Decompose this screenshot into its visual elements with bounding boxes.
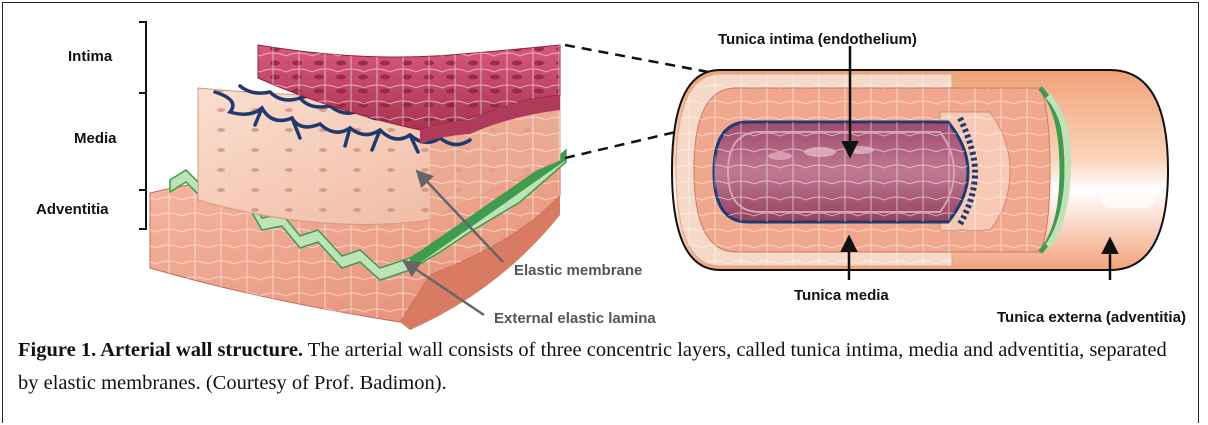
figure-caption: Figure 1. Arterial wall structure. The a…	[18, 334, 1190, 400]
label-tunica-intima: Tunica intima (endothelium)	[718, 31, 917, 48]
label-adventitia: Adventitia	[36, 201, 109, 218]
label-media: Media	[74, 130, 117, 147]
label-external-elastic-lamina: External elastic lamina	[494, 310, 656, 327]
wall-block-illustration	[150, 45, 566, 330]
label-elastic-membrane: Elastic membrane	[514, 262, 642, 279]
vessel-illustration	[672, 70, 1168, 270]
label-tunica-externa: Tunica externa (adventitia)	[997, 309, 1186, 326]
caption-title: Figure 1. Arterial wall structure.	[18, 339, 303, 361]
label-tunica-media: Tunica media	[794, 287, 889, 304]
arterial-wall-diagram: Intima Media Adventitia Elastic membrane…	[0, 0, 1208, 330]
label-intima: Intima	[68, 48, 113, 65]
layer-brackets	[139, 22, 146, 229]
